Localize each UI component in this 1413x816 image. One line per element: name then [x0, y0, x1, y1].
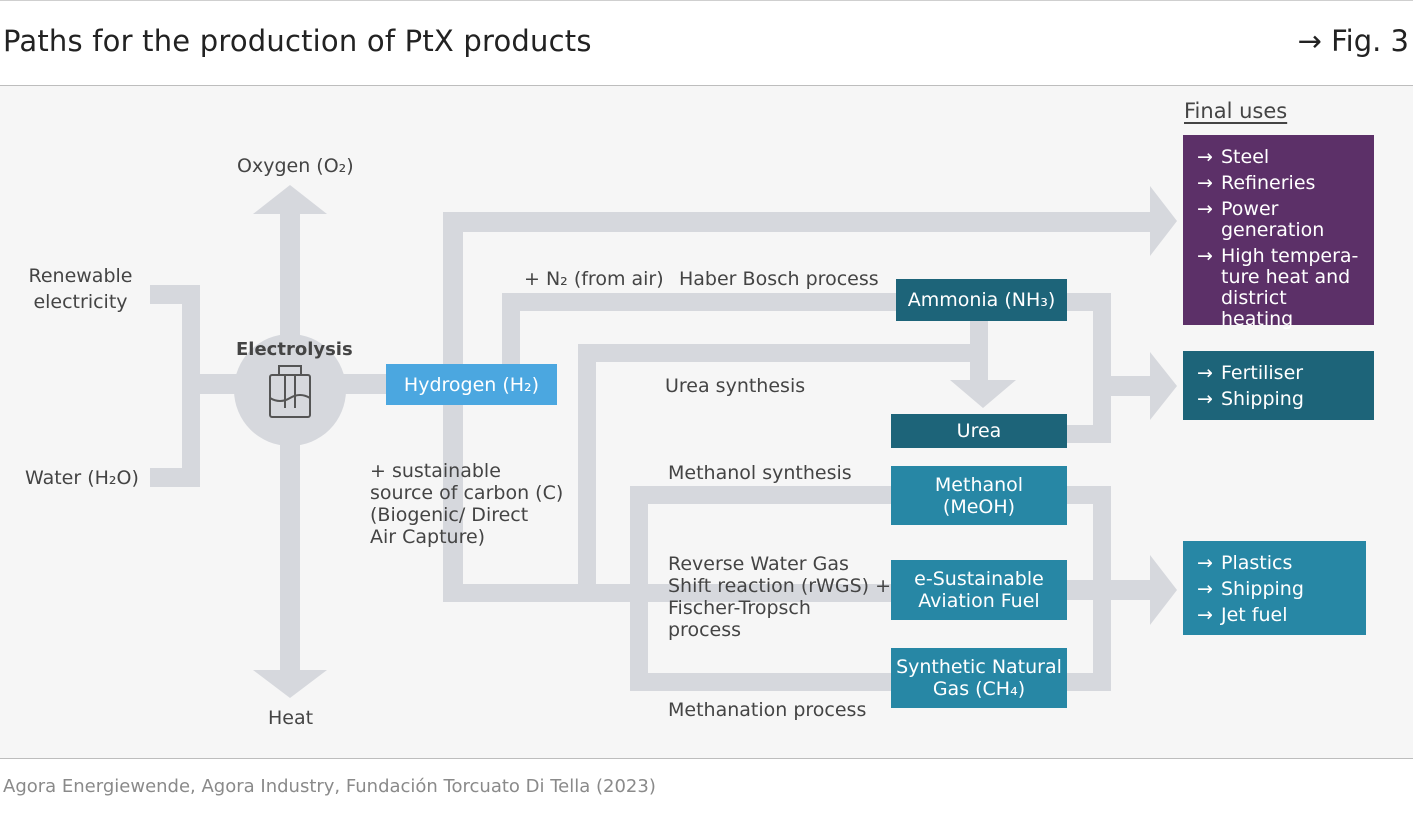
rwgs-label: Reverse Water Gas Shift reaction (rWGS) …: [668, 553, 891, 641]
final-uses-group-3: → Plastics → Shipping → Jet fuel: [1183, 541, 1366, 635]
source-caption: Agora Energiewende, Agora Industry, Fund…: [3, 776, 656, 797]
methanol-node: Methanol (MeOH): [891, 466, 1067, 525]
flow-urea-out: [1065, 425, 1111, 443]
use-label: Plastics: [1221, 552, 1293, 574]
flow-sng-in: [630, 673, 895, 691]
use-label: High tempera- ture heat and district hea…: [1221, 245, 1359, 330]
flow-urea-vertical: [578, 344, 596, 589]
arrow-icon: →: [1197, 388, 1213, 410]
flow-urea-horizontal: [578, 344, 986, 362]
urea-arrow-icon: [950, 380, 1016, 408]
flow-to-group2: [1093, 376, 1153, 396]
top-rule: [0, 0, 1413, 1]
arrow-icon: →: [1197, 604, 1213, 626]
electrolyser-icon: [269, 365, 311, 418]
final-arrow-1-icon: [1150, 186, 1177, 256]
arrow-icon: →: [1197, 172, 1213, 194]
flow-esaf-out: [1065, 580, 1153, 600]
list-item: → Shipping: [1195, 579, 1356, 600]
flow-renewable: [150, 285, 200, 487]
carbon-source-label: + sustainable source of carbon (C) (Biog…: [370, 460, 564, 548]
n2-label: + N₂ (from air): [524, 268, 664, 290]
use-label: Jet fuel: [1221, 604, 1288, 626]
arrow-icon: →: [1197, 245, 1213, 267]
list-item: → Shipping: [1195, 389, 1364, 410]
use-label: Shipping: [1221, 578, 1304, 600]
flow-to-hydrogen: [340, 374, 390, 394]
flow-oxygen-shaft: [280, 212, 300, 362]
final-arrow-2-icon: [1150, 352, 1177, 420]
urea-node: Urea: [891, 414, 1067, 448]
list-item: → Steel: [1195, 147, 1364, 168]
ammonia-node: Ammonia (NH₃): [896, 279, 1067, 321]
list-item: → High tempera- ture heat and district he…: [1195, 246, 1364, 330]
heat-arrow-icon: [253, 670, 327, 698]
list-item: → Fertiliser: [1195, 363, 1364, 384]
final-uses-group-2: → Fertiliser → Shipping: [1183, 351, 1374, 420]
final-uses-group-1: → Steel → Refineries → Power generation → Hi…: [1183, 135, 1374, 330]
figure-reference: → Fig. 3: [1297, 24, 1409, 58]
list-item: → Power generation: [1195, 199, 1364, 241]
final-uses-heading: Final uses: [1184, 99, 1288, 123]
heat-label: Heat: [268, 707, 314, 729]
flow-top-line: [443, 212, 1153, 232]
use-label: Refineries: [1221, 172, 1316, 194]
electrolysis-circle: [234, 334, 346, 446]
use-label: Fertiliser: [1221, 362, 1304, 384]
list-item: → Jet fuel: [1195, 605, 1356, 626]
flow-carbon-horizontal: [443, 584, 893, 602]
arrow-icon: →: [1197, 146, 1213, 168]
esaf-node: e-Sustainable Aviation Fuel: [891, 560, 1067, 620]
flow-n2-vertical: [502, 293, 520, 375]
final-arrow-3-icon: [1150, 555, 1177, 625]
list-item: → Plastics: [1195, 553, 1356, 574]
hydrogen-node: Hydrogen (H₂): [386, 364, 557, 405]
flow-ammonia-down: [1093, 293, 1111, 443]
use-label: Shipping: [1221, 388, 1304, 410]
oxygen-arrow-icon: [253, 185, 327, 214]
methanation-label: Methanation process: [668, 699, 867, 721]
use-label: Steel: [1221, 146, 1270, 168]
page-title: Paths for the production of PtX products: [3, 24, 592, 58]
flow-ammonia-to-urea: [970, 320, 988, 380]
arrow-icon: →: [1197, 578, 1213, 600]
electrolysis-label: Electrolysis: [236, 339, 353, 360]
diagram-panel: [0, 85, 1413, 759]
flow-heat-shaft: [280, 420, 300, 672]
renewable-electricity-label: Renewable electricity: [28, 265, 133, 313]
synthetic-natural-gas-node: Synthetic Natural Gas (CH₄): [891, 648, 1067, 708]
flow-input-join: [182, 374, 242, 394]
methanol-synthesis-label: Methanol synthesis: [668, 462, 852, 484]
flow-n2-horizontal: [502, 293, 897, 311]
list-item: → Refineries: [1195, 173, 1364, 194]
arrow-icon: →: [1197, 552, 1213, 574]
water-label: Water (H₂O): [25, 467, 139, 489]
flow-trunk-vertical: [443, 212, 463, 602]
oxygen-label: Oxygen (O₂): [237, 155, 354, 177]
use-label: Power generation: [1221, 198, 1325, 241]
arrow-icon: →: [1197, 362, 1213, 384]
urea-synthesis-label: Urea synthesis: [665, 375, 806, 397]
flow-paths: [150, 185, 1177, 698]
haber-bosch-label: Haber Bosch process: [679, 268, 879, 290]
flow-loop-left: [630, 486, 648, 691]
flow-methanol-in: [630, 486, 895, 504]
flow-sng-out: [1065, 673, 1111, 691]
arrow-icon: →: [1197, 198, 1213, 220]
